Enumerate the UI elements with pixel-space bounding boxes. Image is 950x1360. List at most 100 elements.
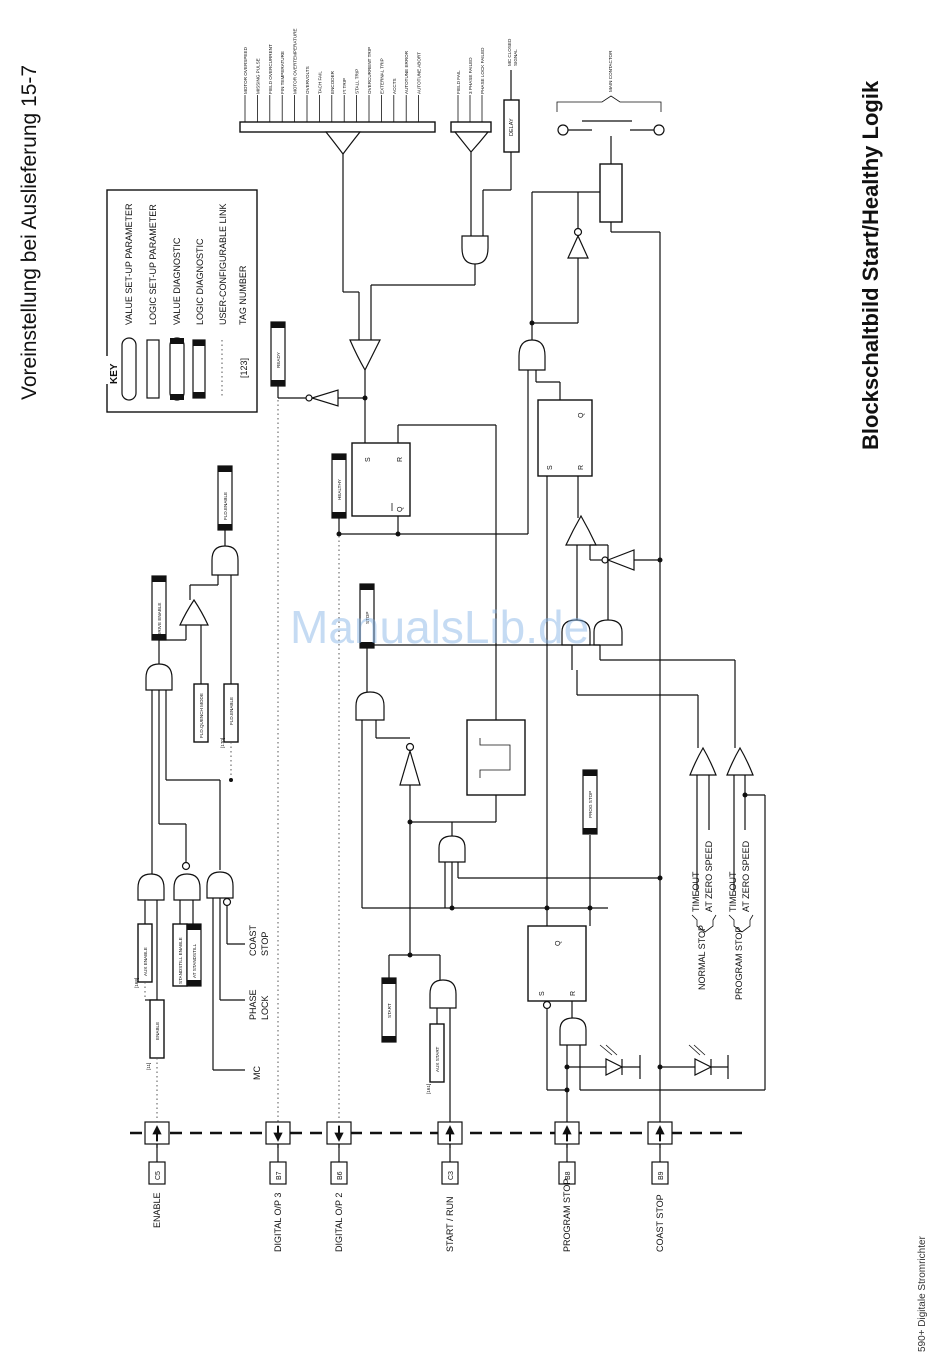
svg-text:3 PHASE FAILED: 3 PHASE FAILED xyxy=(468,57,473,94)
healthy-or-gate xyxy=(349,339,381,372)
healthy-ff-qbar: Q xyxy=(397,506,404,512)
program-stop-and-gate xyxy=(593,619,623,646)
terminal-id: C3 xyxy=(448,1171,455,1180)
svg-text:PHASE LOCK FAILED: PHASE LOCK FAILED xyxy=(480,47,485,94)
aux-start-and-gate xyxy=(429,979,457,1009)
key-legend: KEY [123] VALUE SET-UP PARAMETER LOGIC S… xyxy=(100,189,258,413)
field-alarm-input: PHASE LOCK FAILED xyxy=(478,47,486,131)
svg-text:EXTERNAL TRIP: EXTERNAL TRIP xyxy=(379,58,384,94)
key-label-value-setup: VALUE SET-UP PARAMETER xyxy=(124,203,134,325)
terminal-label: PROGRAM STOP xyxy=(562,1179,572,1252)
terminal-label: START / RUN xyxy=(445,1196,455,1252)
field-alarm-input: 3 PHASE FAILED xyxy=(466,57,474,131)
aux-enable-label: AUX ENABLE xyxy=(143,947,148,976)
terminal-id: B7 xyxy=(276,1171,283,1180)
field-alarm-inputs: FIELD FAIL 3 PHASE FAILED PHASE LOCK FAILE… xyxy=(454,47,486,131)
terminal-label: ENABLE xyxy=(152,1192,162,1228)
svg-text:ENCODER: ENCODER xyxy=(330,70,335,94)
alarm-input: AUTOTUNE ABORT xyxy=(414,52,423,131)
terminal-arrow-icon xyxy=(562,1125,572,1142)
svg-text:FIELD OVERCURRENT: FIELD OVERCURRENT xyxy=(268,44,273,94)
svg-text:AUTOTUNE ERROR: AUTOTUNE ERROR xyxy=(404,50,409,94)
ready-inverter xyxy=(309,389,339,407)
alarm-input: FIN TEMPERATURE xyxy=(278,51,287,131)
svg-text:I*t TRIP: I*t TRIP xyxy=(342,78,347,94)
value-diagnostic-symbol xyxy=(169,337,185,401)
at-standstill-label: AT STANDSTILL xyxy=(192,943,197,978)
alarm-input: MOTOR OVERSPEED xyxy=(241,46,249,131)
contactor-inverter xyxy=(567,234,589,259)
enable-and-gate xyxy=(145,663,173,691)
healthy-label: HEALTHY xyxy=(337,479,342,500)
main-contactor-label: MAIN CONTACTOR xyxy=(608,50,613,92)
alarm-input: OVERCURRENT TRIP xyxy=(365,47,373,131)
program-stop-label: PROGRAM STOP xyxy=(734,927,744,1000)
normal-stop-or-gate xyxy=(689,746,717,776)
program-stop-led xyxy=(605,1058,624,1076)
svg-text:OVERCURRENT TRIP: OVERCURRENT TRIP xyxy=(367,47,372,94)
program-stop-or-gate xyxy=(726,746,754,776)
key-label-logic-diagnostic: LOGIC DIAGNOSTIC xyxy=(195,238,205,325)
terminal-id: B8 xyxy=(565,1171,572,1180)
key-label-tag-number: TAG NUMBER xyxy=(238,265,248,325)
key-label-value-diagnostic: VALUE DIAGNOSTIC xyxy=(172,237,182,325)
fld-enable-and-gate xyxy=(211,545,239,576)
field-and-gate xyxy=(461,235,489,265)
run-ff-q: Q xyxy=(578,412,585,418)
phase-lock-and-gate xyxy=(206,871,234,899)
start-ff-q: Q xyxy=(555,940,562,946)
svg-text:STALL TRIP: STALL TRIP xyxy=(355,69,360,94)
terminal-label: COAST STOP xyxy=(655,1194,665,1252)
aux-start-label: AUX START xyxy=(435,1046,440,1072)
mc-closed-label: MC CLOSED xyxy=(507,38,512,66)
program-timeout: TIMEOUT xyxy=(728,871,738,912)
field-or-gate xyxy=(453,131,490,153)
logic-setup-symbol xyxy=(146,339,160,399)
terminal-arrow-icon xyxy=(655,1125,665,1142)
logic-diagnostic-symbol xyxy=(192,339,206,399)
terminal-id: B6 xyxy=(337,1171,344,1180)
svg-text:MOTOR OVERSPEED: MOTOR OVERSPEED xyxy=(243,46,248,94)
alarm-input: OVERVOLTS xyxy=(303,66,311,131)
enable-tag: [11] xyxy=(146,1063,151,1070)
phase-lock-label-2: LOCK xyxy=(260,995,270,1020)
phase-lock-label-1: PHASE xyxy=(248,989,258,1020)
terminal-id: B9 xyxy=(658,1171,665,1180)
field-alarm-input: FIELD FAIL xyxy=(454,70,462,131)
stop-label: STOP xyxy=(365,612,370,624)
delay-label: DELAY xyxy=(509,118,515,136)
terminal-arrow-icon xyxy=(273,1125,283,1142)
fld-enable-diag-label: FLD.ENABLE xyxy=(223,492,228,520)
contactor-and-gate xyxy=(518,339,546,371)
svg-text:FIN TEMPERATURE: FIN TEMPERATURE xyxy=(280,51,285,94)
key-label-logic-setup: LOGIC SET-UP PARAMETER xyxy=(148,204,158,325)
alarm-or-gate xyxy=(324,131,362,155)
start-inverter xyxy=(399,748,421,786)
normal-stop-label: NORMAL STOP xyxy=(697,925,707,990)
start-ff-r: R xyxy=(570,991,577,996)
program-zero-speed: AT ZERO SPEED xyxy=(741,840,751,912)
svg-text:FIELD FAIL: FIELD FAIL xyxy=(456,70,461,94)
alarm-input: STALL TRIP xyxy=(352,69,361,131)
main-contactor-coil xyxy=(599,163,623,223)
run-ff-s: S xyxy=(547,465,554,470)
terminal-id: C5 xyxy=(155,1171,162,1180)
healthy-ff-r: R xyxy=(397,457,404,462)
start-ff-s: S xyxy=(539,991,546,996)
terminal-label: DIGITAL O/P 3 xyxy=(273,1193,283,1252)
start-flip-flop xyxy=(527,925,587,1002)
fld-quench-parameter xyxy=(193,683,209,743)
svg-text:MOTOR OVERTEMPERATURE: MOTOR OVERTEMPERATURE xyxy=(293,28,298,94)
svg-text:TACH FAIL: TACH FAIL xyxy=(317,71,322,94)
aux-start-tag: [161] xyxy=(426,1084,431,1094)
terminal-label: DIGITAL O/P 2 xyxy=(334,1193,344,1252)
key-title: KEY xyxy=(109,363,120,384)
